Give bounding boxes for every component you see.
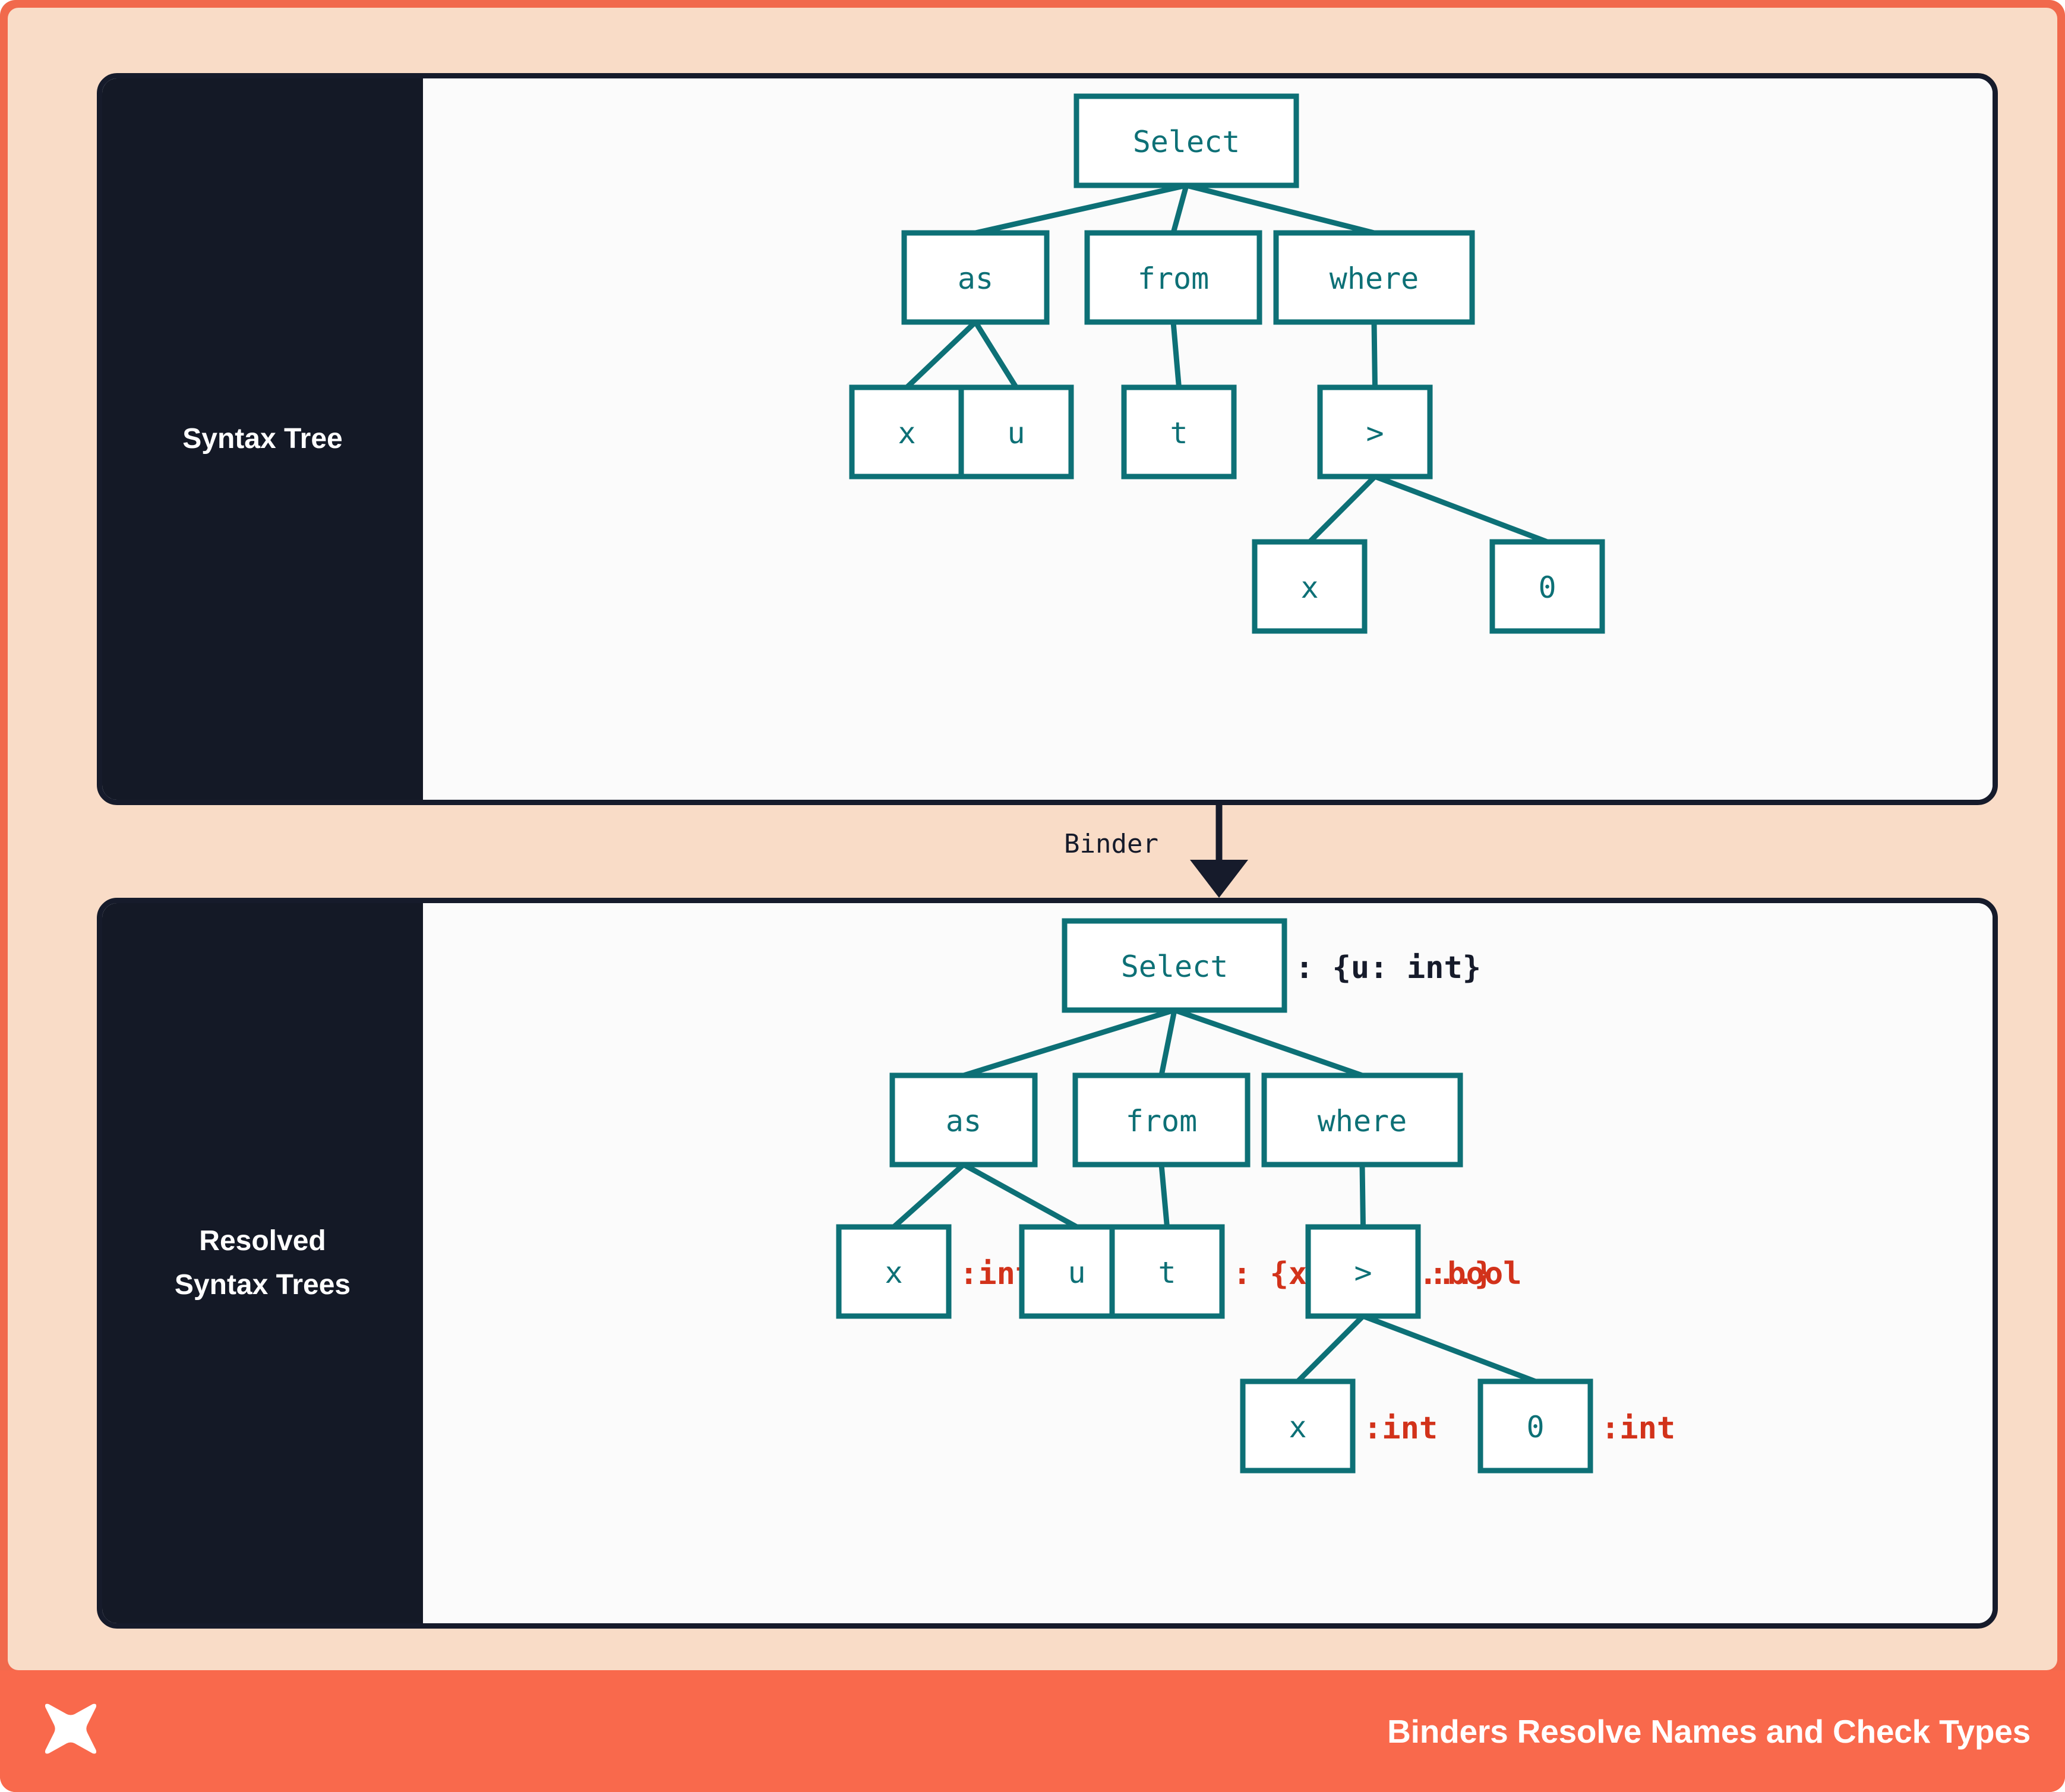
node-label: where: [1318, 1104, 1407, 1138]
tree-node-as: as: [901, 230, 1050, 325]
node-label: x: [1289, 1410, 1306, 1444]
sidebar-syntax-tree: Syntax Tree: [102, 78, 423, 800]
node-box: [889, 1072, 1038, 1168]
tree-edge: [1185, 182, 1375, 236]
tree-edge: [905, 320, 978, 390]
butterfly-x-logo: [45, 1703, 97, 1753]
node-box: [1273, 230, 1475, 325]
node-type-annotation: :int: [1601, 1411, 1675, 1446]
node-label: >: [1354, 1255, 1372, 1290]
node-label: Select: [1133, 125, 1240, 159]
node-label: from: [1126, 1104, 1197, 1138]
node-label: x: [885, 1255, 902, 1290]
tree-node-where: where: [1273, 230, 1475, 325]
node-type-annotation: : {u: int}: [1295, 950, 1481, 986]
tree-node-from: from: [1072, 1072, 1251, 1168]
node-label: x: [898, 416, 915, 450]
node-label: Select: [1121, 949, 1229, 984]
tree-edge: [1158, 1164, 1170, 1228]
binder-label: Binder: [1064, 829, 1158, 859]
sidebar-resolved-syntax-trees: Resolved Syntax Trees: [102, 903, 423, 1623]
node-label: 0: [1526, 1410, 1544, 1444]
tree-node-gt: >: [1317, 384, 1433, 479]
tree-node-gt-0: 0: [1489, 539, 1605, 634]
node-label: as: [946, 1104, 981, 1138]
poster-canvas: Syntax Tree Select as from where x u t > x 0 Bind…: [8, 8, 2057, 1670]
tree-edge: [962, 1007, 1176, 1078]
tree-edge: [1170, 184, 1189, 234]
tree-edge: [892, 1162, 965, 1229]
footer-bar: Binders Resolve Names and Check Types: [0, 1670, 2065, 1792]
node-box: [849, 384, 965, 479]
node-box: [958, 384, 1074, 479]
node-box: [1252, 539, 1368, 634]
tree-edge: [1170, 321, 1182, 388]
node-label: where: [1330, 261, 1419, 296]
binder-transition: Binder: [97, 805, 1998, 898]
node-type-annotation: :int: [1363, 1411, 1438, 1446]
node-box: [901, 230, 1050, 325]
node-box: [1317, 384, 1433, 479]
tree-edge: [1373, 474, 1549, 545]
node-box: [1261, 1072, 1463, 1168]
node-label: u: [1068, 1255, 1085, 1290]
tree-node-from-t: t: [1121, 384, 1237, 479]
tree-node-gt-0: 0 :int: [1477, 1378, 1675, 1474]
tree-node-as-x: x: [849, 384, 965, 479]
node-label: t: [1158, 1255, 1176, 1290]
tree-node-from: from: [1084, 230, 1262, 325]
node-box: [836, 1224, 952, 1319]
node-type-annotation: :bool: [1429, 1256, 1522, 1292]
node-box: [1109, 1224, 1225, 1319]
tree-edge: [1362, 1313, 1537, 1384]
tree-node-gt: > :bool: [1305, 1224, 1522, 1319]
node-label: as: [958, 261, 993, 296]
node-box: [1072, 1072, 1251, 1168]
tree-node-as-x: x:int: [836, 1224, 1034, 1319]
node-label: 0: [1538, 570, 1556, 605]
resolved-syntax-tree-graph: Select : {u: int} as from where x :int u :int t : …: [836, 918, 1675, 1474]
node-box: [1477, 1378, 1593, 1474]
node-box: [1084, 230, 1262, 325]
tree-canvas-syntax-tree: Select as from where x u t > x 0: [423, 78, 1993, 800]
down-arrow-icon: [1190, 805, 1248, 898]
node-box: [1489, 539, 1605, 634]
node-box: [1073, 93, 1299, 188]
node-label: t: [1170, 416, 1188, 450]
node-label: >: [1366, 416, 1384, 450]
node-label: u: [1007, 416, 1025, 450]
node-box: [1062, 918, 1287, 1013]
tree-node-select: Select: [1073, 93, 1299, 188]
node-label: x: [1300, 570, 1318, 605]
footer-title: Binders Resolve Names and Check Types: [1387, 1712, 2031, 1750]
node-label: from: [1138, 261, 1209, 296]
tree-edge: [1359, 1164, 1366, 1228]
tree-edge: [1158, 1009, 1177, 1076]
tree-edge: [1371, 321, 1378, 388]
tree-edge: [1308, 474, 1377, 544]
tree-canvas-resolved-syntax-trees: Select : {u: int} as from where x :int u :int t : …: [423, 903, 1993, 1623]
tree-node-gt-x: x: [1252, 539, 1368, 634]
tree-edge: [962, 1162, 1078, 1229]
tree-edge: [1296, 1314, 1365, 1384]
tree-node-as: as: [889, 1072, 1038, 1168]
tree-node-gt-x: x :int: [1240, 1378, 1438, 1474]
panel-resolved-syntax-trees: Resolved Syntax Trees Select : {u: int} as…: [97, 898, 1998, 1629]
tree-node-as-u: u: [958, 384, 1074, 479]
sidebar-label-resolved-syntax-trees: Resolved Syntax Trees: [174, 1225, 351, 1301]
sidebar-label-syntax-tree: Syntax Tree: [182, 422, 343, 455]
tree-edge: [975, 182, 1187, 236]
tree-edge: [1173, 1007, 1363, 1078]
node-box: [1121, 384, 1237, 479]
tree-node-select: Select : {u: int}: [1062, 918, 1481, 1013]
node-box: [1305, 1224, 1421, 1319]
panel-syntax-tree: Syntax Tree Select as from where x u t > x 0: [97, 73, 1998, 805]
syntax-tree-graph: Select as from where x u t > x 0: [849, 93, 1605, 634]
node-box: [1240, 1378, 1356, 1474]
tree-node-where: where: [1261, 1072, 1463, 1168]
tree-edge: [973, 320, 1019, 389]
